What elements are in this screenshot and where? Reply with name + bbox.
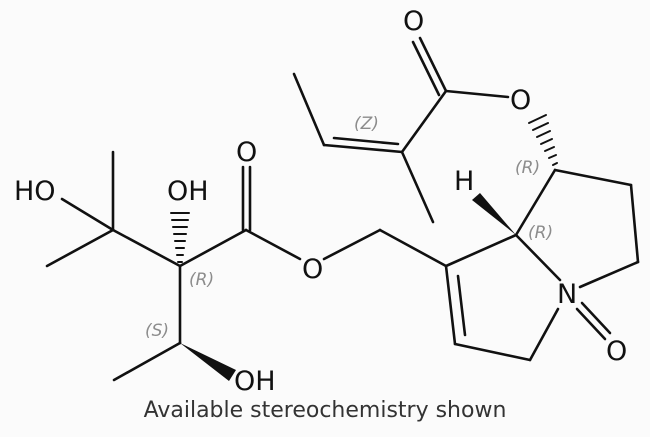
atom-oh-top: OH bbox=[167, 176, 209, 207]
angelate-fragment bbox=[292, 36, 510, 224]
stereo-label-r-alpha: (R) bbox=[189, 270, 214, 290]
atom-o-carbonyl-left: O bbox=[236, 137, 257, 168]
atom-ho-left: HO bbox=[14, 176, 56, 207]
pyrrolizidine-ring bbox=[444, 114, 640, 362]
stereochemistry-caption: Available stereochemistry shown bbox=[143, 398, 507, 423]
stereo-label-r-bridge: (R) bbox=[528, 223, 553, 243]
stereo-label-z-alkene: (Z) bbox=[354, 114, 379, 134]
atom-oh-bottom: OH bbox=[234, 366, 276, 397]
stereo-label-s-beta: (S) bbox=[145, 321, 169, 341]
left-acid-fragment bbox=[45, 150, 302, 382]
atom-h-bridge: H bbox=[454, 166, 474, 197]
atom-o-carbonyl-top: O bbox=[403, 6, 424, 37]
wedge-bond bbox=[180, 343, 236, 381]
hashed-bond bbox=[528, 114, 558, 166]
atom-o-noxide: O bbox=[606, 336, 627, 367]
atom-o-ester-left: O bbox=[302, 254, 323, 285]
wedge-bond bbox=[472, 193, 516, 235]
hashed-bond bbox=[170, 212, 190, 263]
atom-n-ring: N bbox=[557, 279, 577, 310]
stereo-label-r-ester-ring: (R) bbox=[515, 158, 540, 178]
atom-o-ester-top: O bbox=[510, 85, 531, 116]
